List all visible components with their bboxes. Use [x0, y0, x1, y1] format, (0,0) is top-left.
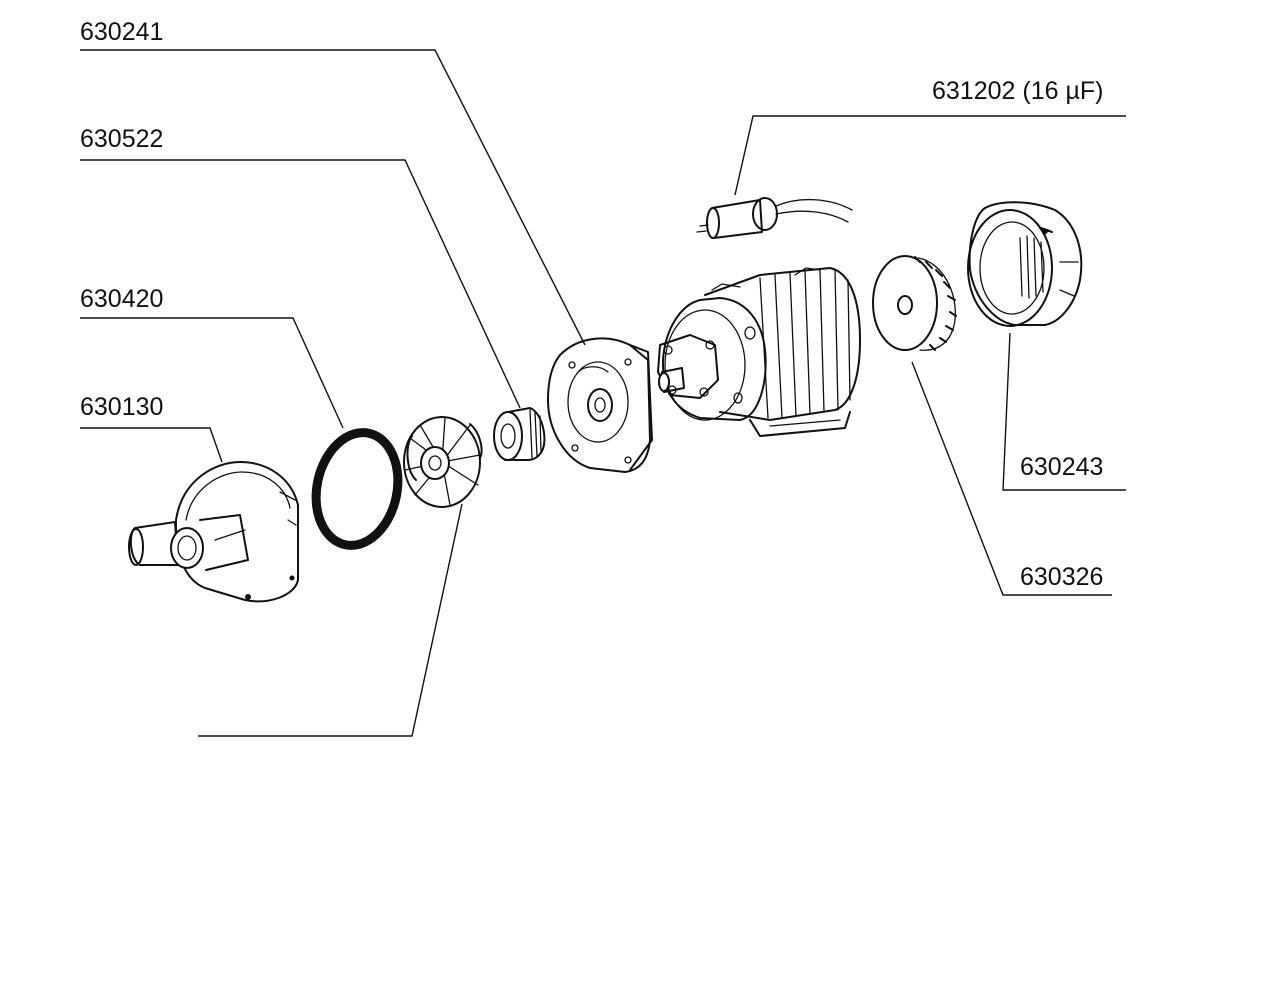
label-630130: 630130	[80, 393, 164, 421]
leader-630243	[1002, 332, 1126, 491]
label-630522: 630522	[80, 125, 164, 153]
leader-630522	[80, 159, 521, 409]
o-ring-part	[311, 428, 403, 550]
leader-impeller	[198, 503, 463, 737]
fan-part	[872, 255, 957, 351]
leader-631202	[734, 115, 1126, 196]
leader-630326	[911, 361, 1112, 596]
shaft-seal-part	[493, 407, 546, 461]
leader-630241	[80, 49, 586, 346]
impeller-part	[403, 416, 483, 508]
label-630420: 630420	[80, 285, 164, 313]
label-630326: 630326	[1020, 563, 1104, 591]
label-630241: 630241	[80, 18, 164, 46]
motor-part	[657, 267, 861, 437]
leader-630130	[80, 427, 223, 463]
capacitor-part	[696, 197, 853, 239]
fan-cover-part	[967, 201, 1083, 327]
pump-flange-part	[547, 337, 653, 473]
leader-630420	[80, 317, 344, 429]
label-630243: 630243	[1020, 453, 1104, 481]
leader-lines	[80, 49, 1126, 737]
pump-housing-part	[128, 461, 299, 603]
label-631202: 631202 (16 µF)	[932, 77, 1104, 105]
